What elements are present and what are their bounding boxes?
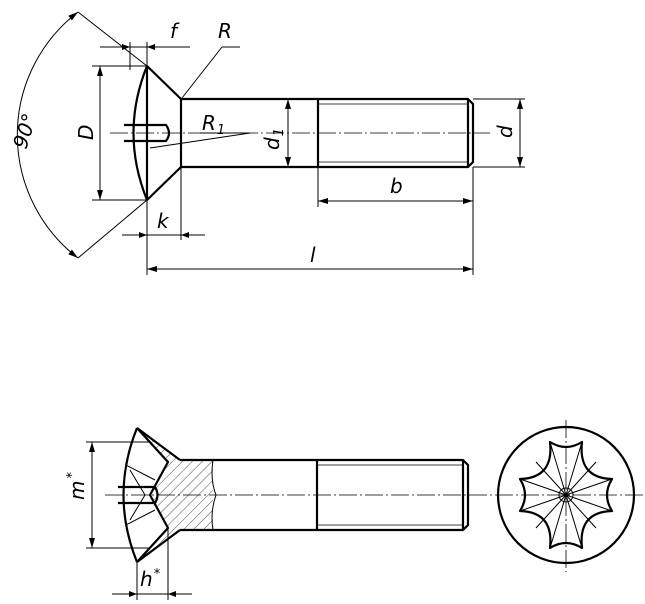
label-k: k <box>157 209 170 233</box>
head2-cone-bottom <box>136 529 181 563</box>
head2-cone-top <box>136 427 181 461</box>
angle-90-arc <box>16 11 79 259</box>
head2-dome-arc <box>122 427 139 563</box>
slot2 <box>118 485 159 505</box>
k-arrow-left <box>139 232 147 238</box>
label-d-small: d <box>493 125 517 138</box>
label-d-big: D <box>74 125 98 140</box>
recess-line-5 <box>565 494 583 549</box>
label-angle: 90° <box>8 110 42 151</box>
screw-side-view-top: 90° f R D R1 d1 d b k l <box>8 11 525 275</box>
k-arrow-right <box>181 232 189 238</box>
slot <box>124 123 171 143</box>
label-l: l <box>310 243 316 267</box>
label-d1: d1 <box>260 128 287 150</box>
recess-line-4 <box>565 494 613 512</box>
head-cone-top <box>146 65 182 100</box>
label-b: b <box>390 174 403 198</box>
screw-side-view-bottom: m* h* <box>65 427 645 600</box>
screw-end-view <box>496 420 636 572</box>
label-r1: R1 <box>202 111 225 138</box>
head-cone-bottom <box>146 166 182 201</box>
recess-line-3 <box>565 478 613 496</box>
recess-line-6 <box>549 494 567 549</box>
angle-ext-top <box>77 11 148 67</box>
recess-center-circle <box>558 487 574 503</box>
head-dome-arc <box>132 65 149 201</box>
h-arrow-left <box>129 591 137 597</box>
label-f: f <box>170 19 180 43</box>
recess-inner <box>125 464 156 526</box>
angle-ext-bottom <box>77 199 148 259</box>
recess-line-7 <box>519 494 567 512</box>
recess-line-2 <box>565 441 583 496</box>
f-arrow-right <box>147 44 155 50</box>
recess-line-8 <box>519 478 567 496</box>
recess-v <box>136 427 170 563</box>
screw2-tip <box>461 458 470 532</box>
label-h: h* <box>140 567 161 591</box>
recess-line-1 <box>549 441 567 496</box>
r1-leader <box>149 132 251 149</box>
head-section-hatch <box>137 428 213 562</box>
h-arrow-right <box>168 591 176 597</box>
screw-tip <box>466 97 475 169</box>
f-arrow-left <box>122 44 130 50</box>
section-break-line <box>211 459 217 531</box>
label-r: R <box>218 19 232 43</box>
label-m: m* <box>65 472 89 500</box>
r-leader <box>181 46 223 99</box>
